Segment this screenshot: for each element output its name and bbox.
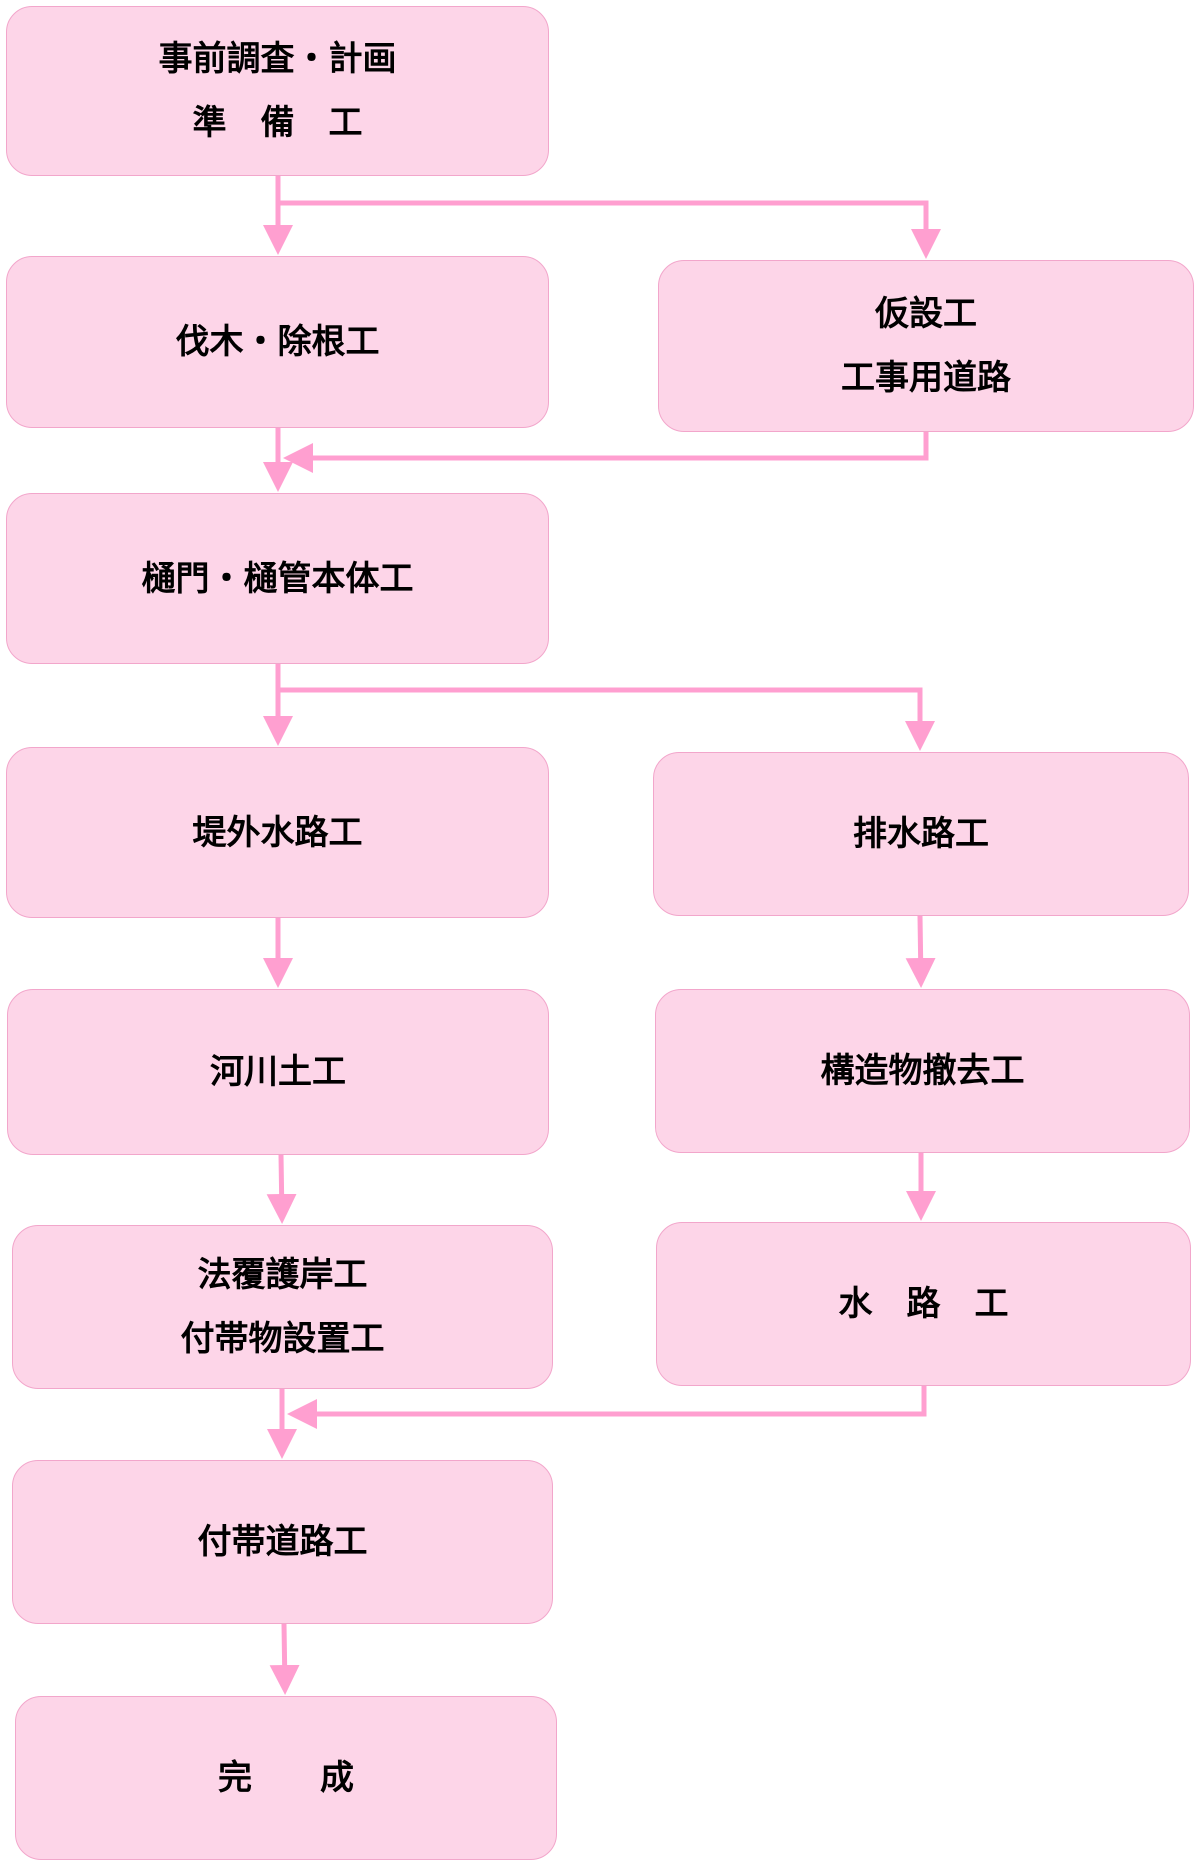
step-box-temporary: 仮設工 工事用道路 bbox=[658, 260, 1194, 432]
step-box-access-road: 付帯道路工 bbox=[12, 1460, 553, 1624]
step-label: 樋門・樋管本体工 bbox=[141, 558, 414, 599]
step-label: 堤外水路工 bbox=[192, 812, 363, 853]
step-label: 付帯物設置工 bbox=[180, 1319, 385, 1359]
step-box-earthwork: 河川土工 bbox=[7, 989, 549, 1155]
step-label: 伐木・除根工 bbox=[175, 322, 380, 362]
arrow-earthwork-to-revetment bbox=[266, 1154, 297, 1224]
step-box-sluice: 樋門・樋管本体工 bbox=[6, 493, 549, 664]
step-box-prep: 事前調査・計画 準 備 工 bbox=[6, 6, 549, 176]
step-box-outer-channel: 堤外水路工 bbox=[6, 747, 549, 918]
step-label: 仮設工 bbox=[875, 294, 977, 334]
arrow-prep-to-temporary bbox=[278, 200, 941, 259]
step-box-revetment: 法覆護岸工 付帯物設置工 bbox=[12, 1225, 553, 1389]
step-label: 工事用道路 bbox=[841, 358, 1011, 398]
step-label: 構造物撤去工 bbox=[820, 1051, 1025, 1091]
step-box-removal: 構造物撤去工 bbox=[655, 989, 1190, 1153]
step-label: 完 成 bbox=[218, 1758, 354, 1798]
step-label: 河川土工 bbox=[210, 1052, 346, 1092]
step-label: 準 備 工 bbox=[192, 103, 363, 143]
step-box-completion: 完 成 bbox=[15, 1696, 557, 1860]
step-label: 事前調査・計画 bbox=[158, 39, 397, 79]
arrow-sluice-to-drainage bbox=[278, 687, 935, 751]
step-box-waterway: 水 路 工 bbox=[656, 1222, 1191, 1386]
step-label: 排水路工 bbox=[853, 814, 989, 854]
step-box-clearing: 伐木・除根工 bbox=[6, 256, 549, 428]
step-label: 付帯道路工 bbox=[197, 1522, 368, 1562]
arrow-waterway-to-access-road bbox=[287, 1386, 927, 1429]
arrow-drainage-to-removal bbox=[905, 915, 936, 988]
arrow-temporary-to-sluice bbox=[283, 432, 929, 473]
arrow-access-road-to-completion bbox=[269, 1623, 300, 1695]
step-box-drainage: 排水路工 bbox=[653, 752, 1189, 916]
step-label: 水 路 工 bbox=[838, 1284, 1009, 1324]
step-label: 法覆護岸工 bbox=[197, 1255, 368, 1295]
